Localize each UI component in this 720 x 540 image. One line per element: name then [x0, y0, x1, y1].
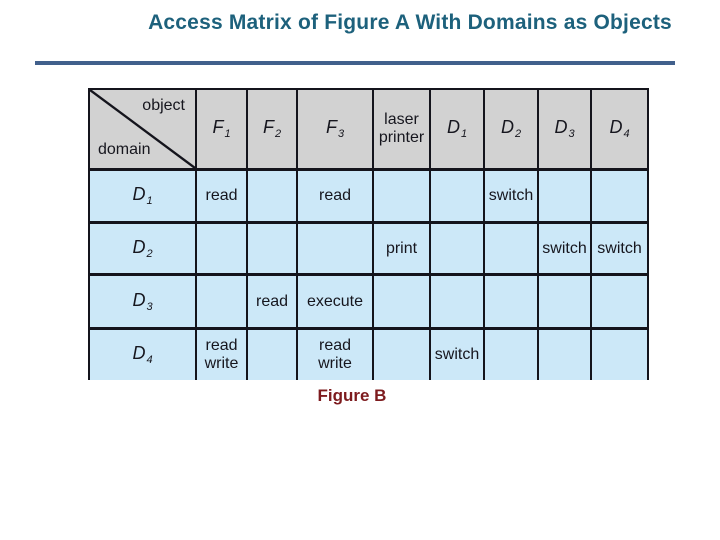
cell-d4-d2 — [485, 330, 539, 380]
diagonal-line — [90, 90, 195, 168]
cell-d2-f1 — [197, 224, 248, 276]
column-header-d4: D4 — [592, 90, 649, 171]
row-label-d2: D2 — [90, 224, 197, 276]
column-header-d2: D2 — [485, 90, 539, 171]
cell-d4-d3 — [539, 330, 592, 380]
cell-d4-f3: read write — [298, 330, 374, 380]
row-label-d4: D4 — [90, 330, 197, 380]
cell-d1-f1: read — [197, 171, 248, 224]
corner-header-cell: object domain — [90, 90, 197, 171]
cell-d3-f2: read — [248, 276, 298, 330]
cell-d2-f3 — [298, 224, 374, 276]
column-header-f3: F3 — [298, 90, 374, 171]
cell-d4-f1: read write — [197, 330, 248, 380]
row-label-d1: D1 — [90, 171, 197, 224]
access-matrix-table: object domain F1 F2 F3 laser printer D1 … — [88, 88, 649, 380]
cell-d4-f2 — [248, 330, 298, 380]
cell-d4-d1: switch — [431, 330, 485, 380]
column-header-d1: D1 — [431, 90, 485, 171]
cell-d3-d3 — [539, 276, 592, 330]
cell-d2-d3: switch — [539, 224, 592, 276]
cell-d3-f3: execute — [298, 276, 374, 330]
cell-d2-laser: print — [374, 224, 431, 276]
corner-object-label: object — [142, 97, 185, 114]
cell-d3-d1 — [431, 276, 485, 330]
corner-domain-label: domain — [98, 141, 151, 159]
title-divider-rule — [35, 61, 675, 65]
cell-d1-d2: switch — [485, 171, 539, 224]
cell-d3-d2 — [485, 276, 539, 330]
column-header-f1: F1 — [197, 90, 248, 171]
column-header-f2: F2 — [248, 90, 298, 171]
row-label-d3: D3 — [90, 276, 197, 330]
cell-d4-d4 — [592, 330, 649, 380]
cell-d1-d1 — [431, 171, 485, 224]
cell-d4-laser — [374, 330, 431, 380]
cell-d2-d4: switch — [592, 224, 649, 276]
column-header-laser-printer: laser printer — [374, 90, 431, 171]
column-header-d3: D3 — [539, 90, 592, 171]
cell-d3-d4 — [592, 276, 649, 330]
slide-title: Access Matrix of Figure A With Domains a… — [148, 11, 672, 34]
cell-d1-laser — [374, 171, 431, 224]
cell-d2-d2 — [485, 224, 539, 276]
cell-d3-laser — [374, 276, 431, 330]
cell-d3-f1 — [197, 276, 248, 330]
cell-d1-f3: read — [298, 171, 374, 224]
figure-caption: Figure B — [317, 386, 387, 405]
cell-d2-d1 — [431, 224, 485, 276]
cell-d1-d3 — [539, 171, 592, 224]
cell-d1-f2 — [248, 171, 298, 224]
cell-d1-d4 — [592, 171, 649, 224]
cell-d2-f2 — [248, 224, 298, 276]
